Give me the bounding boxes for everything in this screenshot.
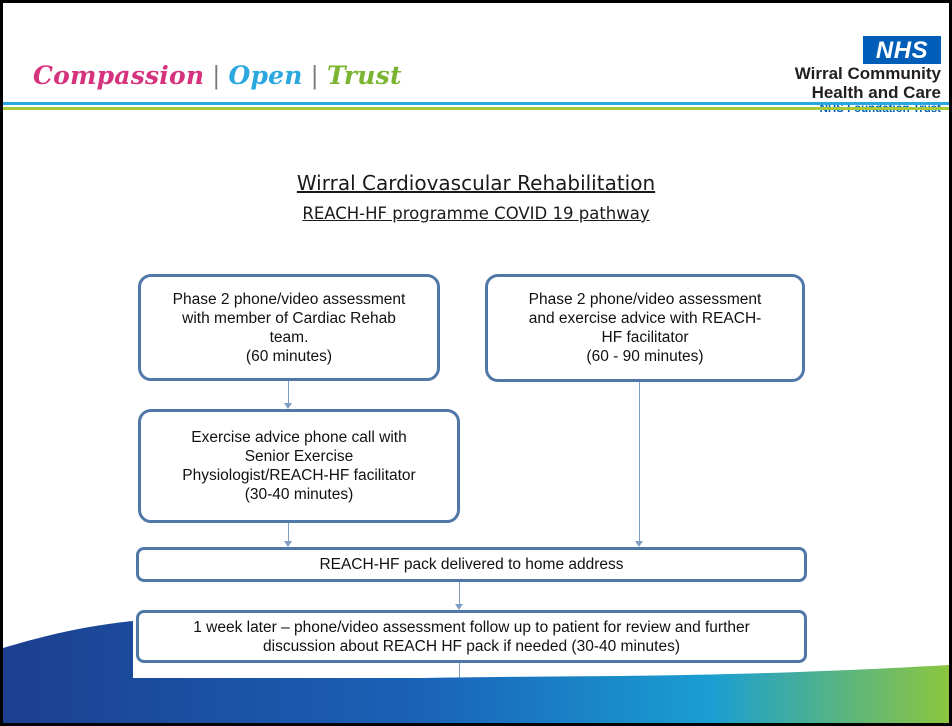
box-phase2-facilitator-text: Phase 2 phone/video assessment and exerc… bbox=[528, 291, 762, 365]
value-trust: Trust bbox=[326, 61, 402, 90]
value-compassion: Compassion bbox=[33, 61, 205, 90]
arrow-head bbox=[455, 604, 463, 610]
org-name-line1: Wirral Community bbox=[794, 64, 941, 83]
box-exercise-advice-text: Exercise advice phone call with Senior E… bbox=[182, 429, 416, 503]
connector-followup-down bbox=[459, 661, 460, 681]
value-separator: | bbox=[310, 62, 319, 90]
box-phase2-team-assessment: Phase 2 phone/video assessment with memb… bbox=[138, 274, 440, 381]
arrow-head bbox=[284, 403, 292, 409]
org-name: Wirral Community Health and Care bbox=[795, 64, 941, 102]
arrow-head bbox=[284, 541, 292, 547]
header-divider-blue bbox=[3, 102, 949, 105]
value-open: Open bbox=[228, 61, 303, 90]
box-pack-delivered: REACH-HF pack delivered to home address bbox=[136, 547, 807, 582]
box-followup-assessment: 1 week later – phone/video assessment fo… bbox=[136, 610, 807, 663]
connector-facilitator-to-pack bbox=[639, 380, 640, 545]
connector-exercise-to-pack bbox=[288, 521, 289, 545]
slide-title: Wirral Cardiovascular Rehabilitation bbox=[296, 171, 656, 195]
connector-pack-to-followup bbox=[459, 580, 460, 608]
nhs-logo: NHS bbox=[863, 36, 941, 64]
box-phase2-team-text: Phase 2 phone/video assessment with memb… bbox=[172, 290, 406, 365]
slide: Compassion|Open|Trust NHS Wirral Communi… bbox=[3, 3, 949, 723]
header-divider-green bbox=[3, 107, 949, 110]
org-name-line2: Health and Care bbox=[811, 83, 941, 102]
values-tagline: Compassion|Open|Trust bbox=[33, 61, 402, 90]
slide-subtitle: REACH-HF programme COVID 19 pathway bbox=[302, 204, 650, 223]
box-followup-text: 1 week later – phone/video assessment fo… bbox=[193, 618, 750, 655]
value-separator: | bbox=[212, 62, 221, 90]
box-pack-delivered-text: REACH-HF pack delivered to home address bbox=[319, 556, 624, 573]
arrow-head bbox=[635, 541, 643, 547]
box-exercise-advice-call: Exercise advice phone call with Senior E… bbox=[138, 409, 460, 523]
box-phase2-facilitator-assessment: Phase 2 phone/video assessment and exerc… bbox=[485, 274, 805, 382]
connector-1-to-exercise bbox=[288, 379, 289, 407]
